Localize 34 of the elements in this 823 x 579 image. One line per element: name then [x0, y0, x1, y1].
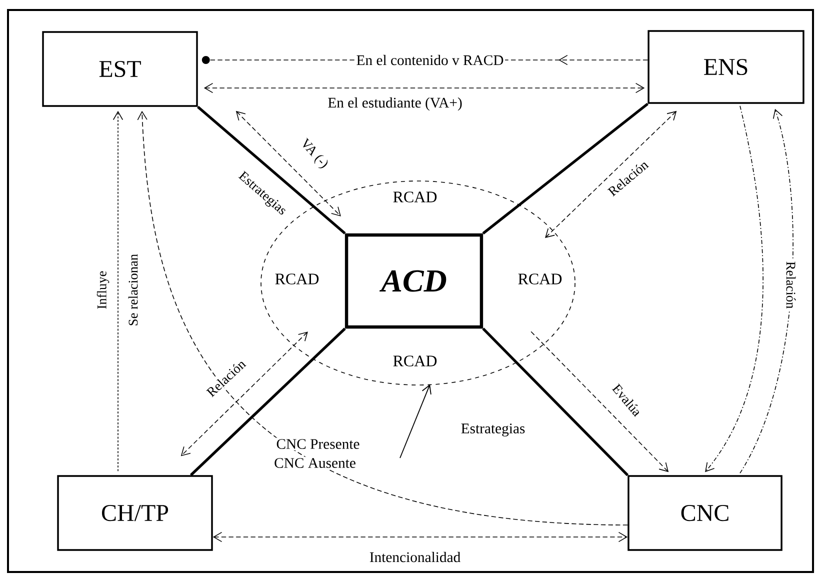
connector-line	[197, 106, 346, 234]
arrow	[204, 82, 645, 94]
arrow	[740, 108, 794, 474]
arrow	[545, 110, 677, 238]
note-text: CNC Presente	[274, 438, 362, 450]
concept-box: ENS	[648, 30, 804, 104]
edge-label: Influye	[96, 269, 110, 311]
connector-line	[482, 328, 629, 476]
arrow	[180, 332, 308, 456]
arrow	[112, 110, 124, 472]
arrow	[212, 532, 628, 542]
connector-line	[482, 102, 648, 234]
concept-box: CNC	[628, 475, 782, 551]
arrow	[400, 384, 432, 458]
arrow	[137, 110, 628, 526]
ellipse-label: RCAD	[275, 274, 319, 284]
arrow	[530, 331, 669, 472]
edge-label: VA (-)	[296, 135, 332, 173]
concept-box: EST	[42, 31, 198, 107]
edge-label: Intencionalidad	[368, 550, 462, 564]
edge-label: Estrategias	[460, 422, 527, 438]
ellipse-label: RCAD	[393, 356, 437, 366]
concept-box: CH/TP	[57, 475, 213, 551]
edge-label: En el contenido v RACD	[354, 54, 506, 66]
edge-label: Se relacionan	[126, 252, 140, 328]
note-text: CNC Ausente	[272, 456, 358, 470]
edge-label: En el estudiante (VA+)	[326, 96, 464, 112]
central-box: ACD	[344, 233, 484, 329]
arrow	[705, 105, 764, 472]
edge-label: Relación	[784, 260, 798, 310]
arrow	[236, 110, 341, 216]
ellipse-label: RCAD	[393, 192, 437, 202]
connector-line	[190, 328, 346, 476]
ellipse-label: RCAD	[518, 274, 562, 284]
